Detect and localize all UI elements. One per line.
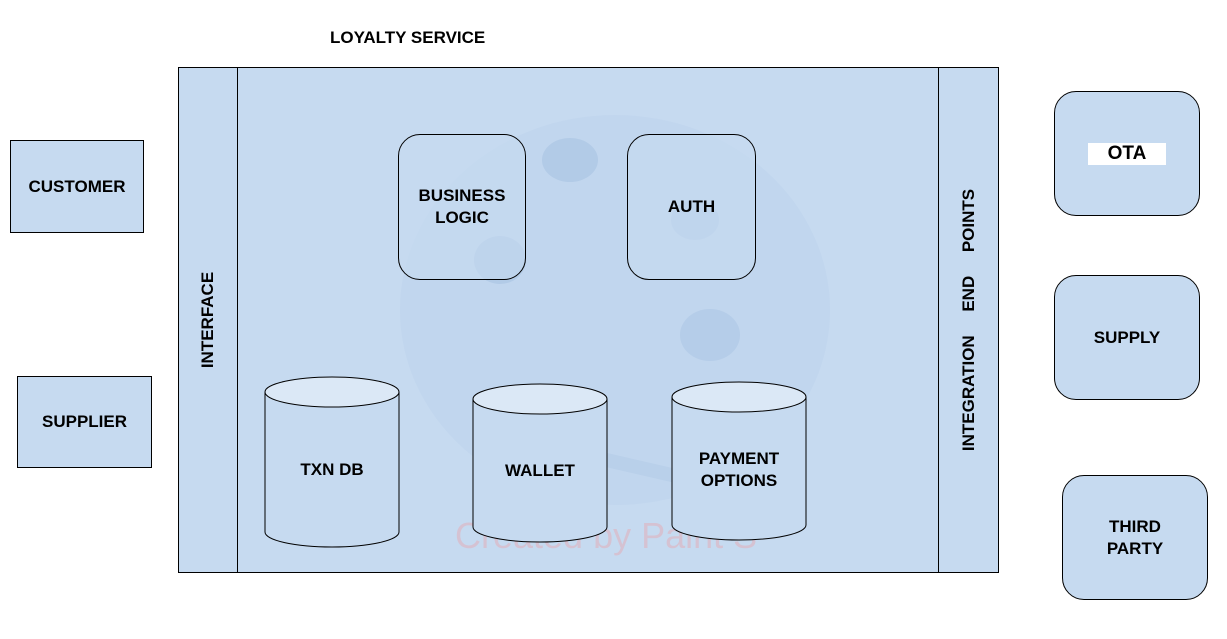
wallet-label: WALLET [505, 461, 575, 480]
third-party-box: THIRD PARTY [1062, 475, 1208, 600]
auth-label: AUTH [667, 197, 716, 216]
supply-box: SUPPLY [1054, 275, 1200, 400]
interface-band: INTERFACE [178, 67, 238, 573]
customer-box: CUSTOMER [10, 140, 144, 233]
database-icon [472, 383, 608, 543]
auth-module: AUTH [627, 134, 756, 280]
payment-options-cylinder: PAYMENT OPTIONS [671, 381, 807, 553]
customer-label: CUSTOMER [28, 176, 126, 196]
third-party-label: THIRD PARTY [1106, 516, 1164, 558]
ota-label: OTA [1087, 142, 1167, 165]
ota-box: OTA [1054, 91, 1200, 216]
database-icon [264, 376, 400, 548]
business-logic-label: BUSINESS LOGIC [418, 186, 506, 227]
diagram-title: LOYALTY SERVICE [330, 28, 486, 47]
business-logic-module: BUSINESS LOGIC [398, 134, 526, 280]
txn-db-label: TXN DB [300, 460, 364, 479]
integration-label: INTEGRATION END POINTS [959, 188, 978, 452]
payment-options-label: PAYMENT OPTIONS [698, 449, 780, 490]
supplier-label: SUPPLIER [41, 412, 128, 431]
integration-end-points-band: INTEGRATION END POINTS [938, 67, 999, 573]
supplier-box: SUPPLIER [17, 376, 152, 468]
interface-label: INTERFACE [197, 271, 217, 369]
txn-db-cylinder: TXN DB [264, 376, 400, 548]
wallet-cylinder: WALLET [472, 383, 608, 555]
database-icon [671, 381, 807, 541]
supply-label: SUPPLY [1093, 327, 1161, 347]
